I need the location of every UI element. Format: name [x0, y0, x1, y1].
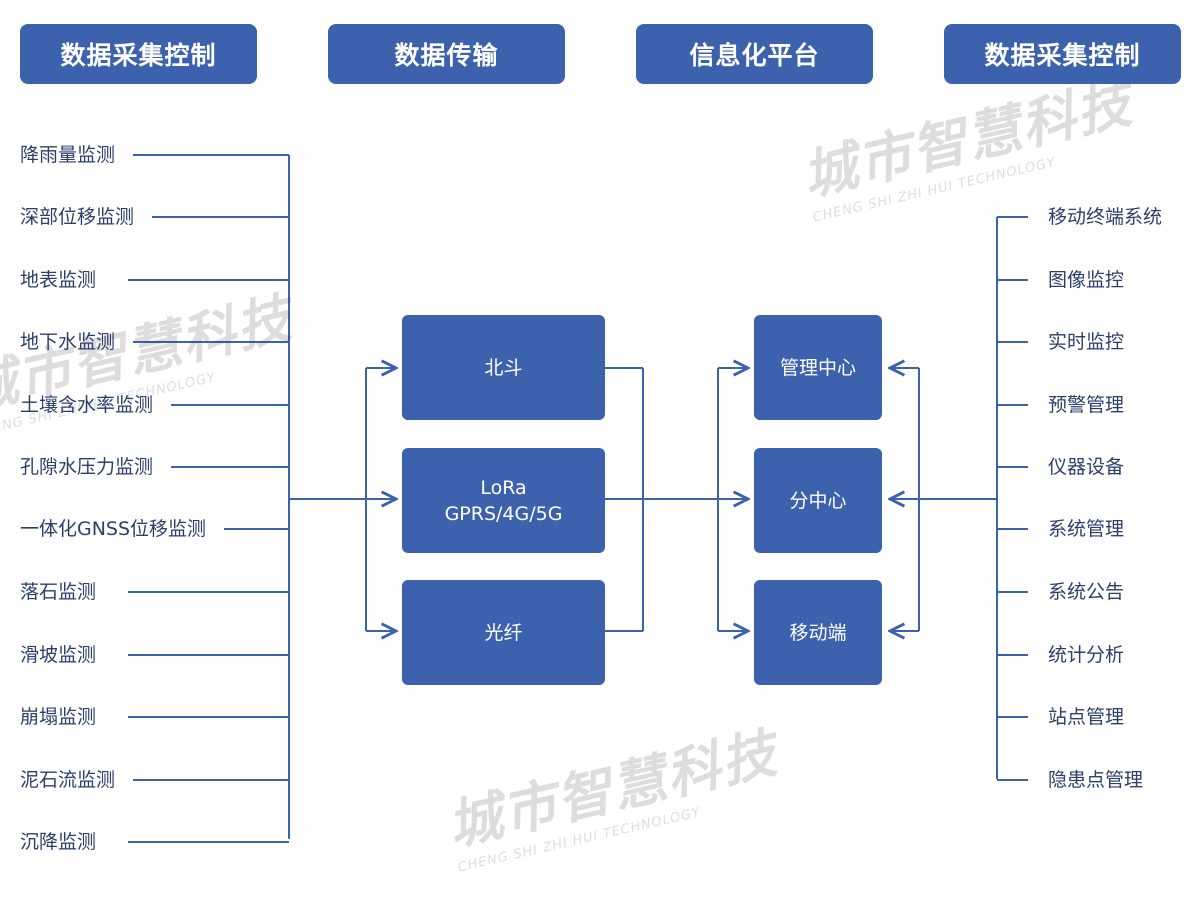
left-item: 土壤含水率监测 — [20, 394, 154, 416]
left-item: 地下水监测 — [20, 331, 116, 353]
left-item: 落石监测 — [20, 581, 97, 603]
right-item: 实时监控 — [1048, 331, 1125, 353]
left-item: 深部位移监测 — [20, 206, 135, 228]
left-item: 孔隙水压力监测 — [20, 456, 154, 478]
right-item: 图像监控 — [1048, 269, 1125, 291]
right-item: 系统公告 — [1048, 581, 1125, 603]
header-info-platform: 信息化平台 — [636, 24, 873, 84]
transmission-box-fiber: 光纤 — [402, 580, 605, 685]
transmission-label: 北斗 — [484, 356, 523, 379]
header-data-collection-right: 数据采集控制 — [944, 24, 1181, 84]
platform-box-sub-center: 分中心 — [754, 448, 882, 553]
left-item: 滑坡监测 — [20, 644, 97, 666]
platform-box-management-center: 管理中心 — [754, 315, 882, 420]
left-item: 泥石流监测 — [20, 769, 116, 791]
platform-box-mobile: 移动端 — [754, 580, 882, 685]
header-data-transmission: 数据传输 — [328, 24, 565, 84]
right-item: 预警管理 — [1048, 394, 1125, 416]
left-item: 降雨量监测 — [20, 144, 116, 166]
right-item: 系统管理 — [1048, 518, 1125, 540]
transmission-box-lora: LoRa GPRS/4G/5G — [402, 448, 605, 553]
right-item: 隐患点管理 — [1048, 769, 1144, 791]
transmission-box-beidou: 北斗 — [402, 315, 605, 420]
header-data-collection-left: 数据采集控制 — [20, 24, 257, 84]
transmission-label: GPRS/4G/5G — [444, 502, 563, 525]
left-item: 沉降监测 — [20, 831, 97, 853]
left-item: 地表监测 — [20, 269, 97, 291]
right-item: 移动终端系统 — [1048, 206, 1163, 228]
left-item: 一体化GNSS位移监测 — [20, 518, 207, 540]
right-item: 统计分析 — [1048, 644, 1125, 666]
transmission-label: 光纤 — [484, 621, 523, 644]
right-item: 仪器设备 — [1048, 456, 1125, 478]
transmission-label: LoRa — [480, 476, 527, 499]
right-item: 站点管理 — [1048, 706, 1125, 728]
left-item: 崩塌监测 — [20, 706, 97, 728]
